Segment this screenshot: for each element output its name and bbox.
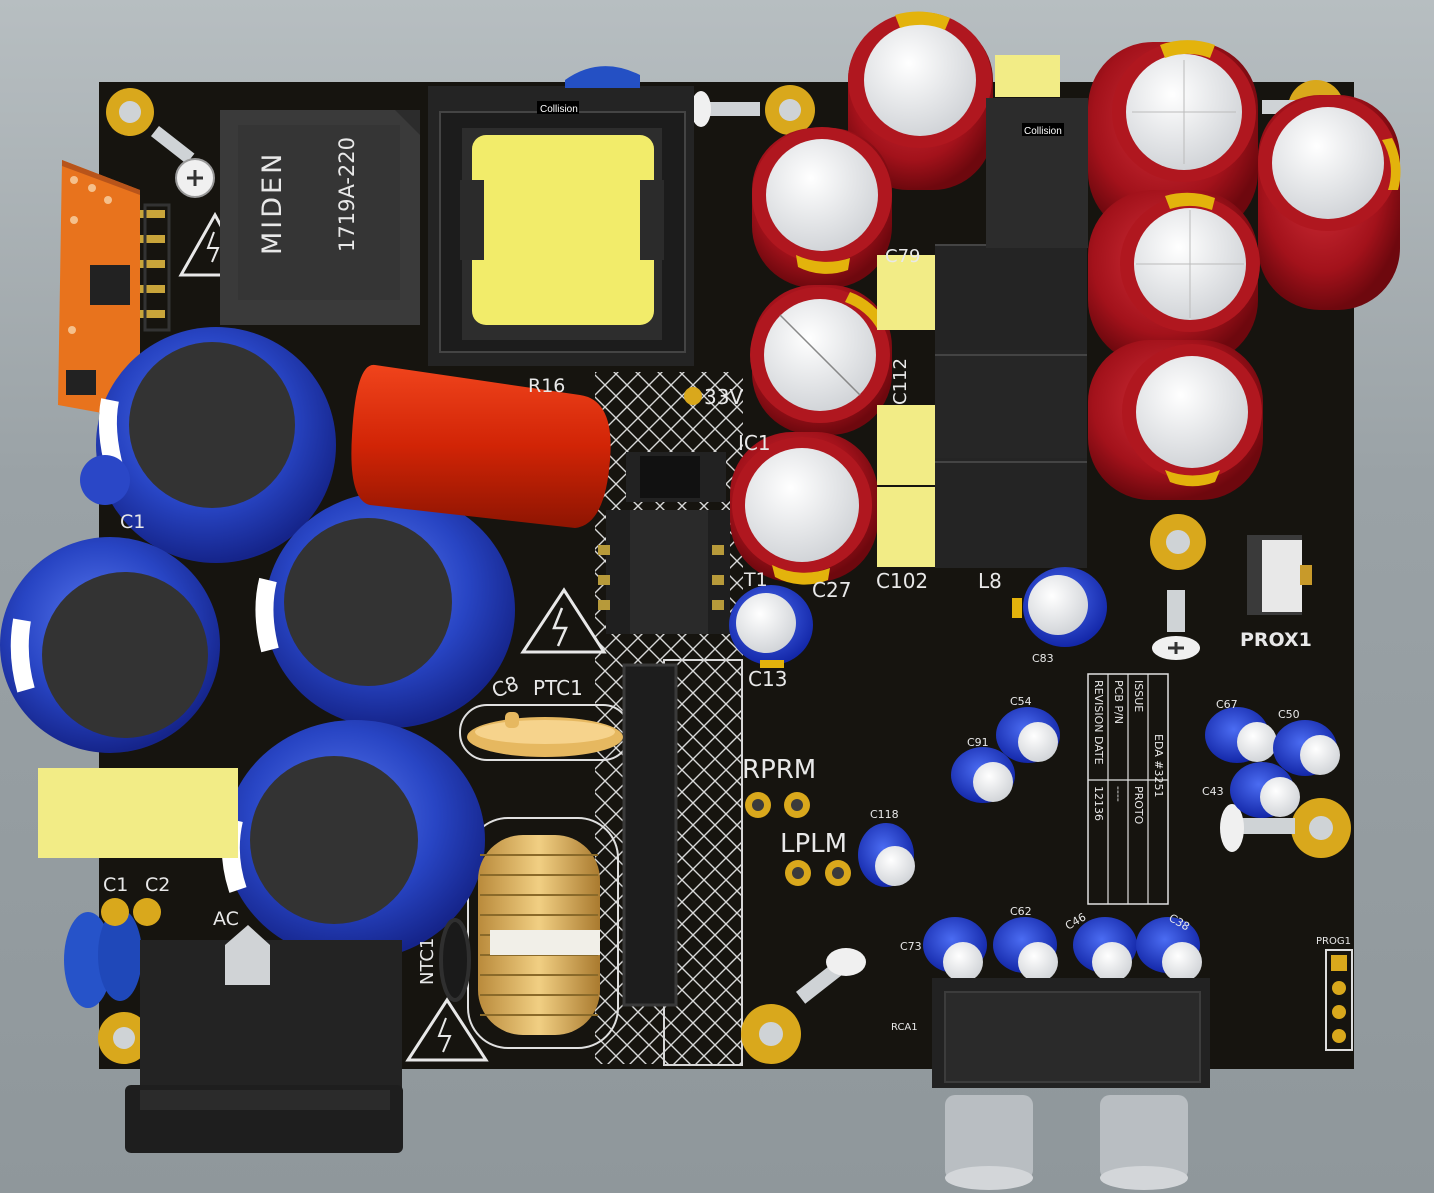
screw-icon: [1152, 590, 1200, 660]
info-eda: EDA #3251: [1152, 734, 1165, 797]
label-c73: C73: [900, 940, 922, 953]
toroid-choke: [478, 835, 600, 1035]
label-c79: C79: [885, 246, 920, 267]
prog-header: [1325, 949, 1353, 1051]
label-c102: C102: [876, 569, 928, 593]
label-ntc1: NTC1: [417, 938, 438, 985]
medium-blue-cap: [1012, 567, 1107, 647]
red-electrolytic-cap: [848, 11, 993, 190]
label-c54: C54: [1010, 695, 1032, 708]
rca-connector: [932, 978, 1210, 1190]
blue-electrolytic-cap: [0, 537, 220, 753]
label-t1: T1: [743, 569, 768, 591]
ac-inlet: [125, 925, 403, 1153]
label-c-left: C1: [120, 511, 145, 533]
label-c27: C27: [812, 578, 851, 602]
choke-outline: [467, 817, 619, 1049]
label-c1: C1: [103, 874, 128, 896]
screw-icon: [1220, 804, 1295, 852]
heatsink: [622, 663, 678, 1007]
red-electrolytic-cap: [730, 432, 878, 585]
screw-icon: [691, 91, 760, 127]
label-c50: C50: [1278, 708, 1300, 721]
info-block: REVISION DATE 12136 PCB P/N ---- ISSUE P…: [1087, 673, 1169, 905]
daughter-board: [58, 160, 171, 420]
y-capacitor: [64, 898, 161, 1008]
label-c118: C118: [870, 808, 899, 821]
info-rev-value: 12136: [1092, 786, 1105, 821]
screw-icon: [150, 125, 215, 198]
prox-sensor: [1247, 535, 1312, 615]
blue-electrolytic-cap: [96, 327, 336, 563]
label-c83: C83: [1032, 652, 1054, 665]
transformer-model: 1719A-220: [335, 137, 359, 252]
medium-blue-cap: [729, 585, 813, 668]
screw-icon: [795, 948, 866, 1004]
collision-tag-2: Collision: [1024, 126, 1062, 137]
red-electrolytic-cap: [1088, 190, 1260, 365]
small-blue-cap: [80, 455, 130, 505]
info-issue-label: ISSUE: [1132, 680, 1145, 712]
blue-electrolytic-cap: [255, 492, 515, 728]
label-ptc1: PTC1: [533, 676, 583, 700]
ptc-thermistor: [467, 712, 623, 757]
collision-block: Collision: [986, 98, 1088, 248]
film-capacitor: [351, 364, 611, 528]
info-issue-value: PROTO: [1132, 786, 1145, 825]
label-prog1: PROG1: [1316, 936, 1351, 947]
label-rprm: RPRM: [742, 755, 816, 785]
label-c2: C2: [145, 874, 170, 896]
transformer-brand: MIDEN: [257, 151, 288, 255]
blue-y-cap-top: [565, 66, 640, 88]
blue-electrolytic-cap: [221, 720, 485, 960]
designator-labels: C27 C102 L8 C83 PROX1 T1 C13 PTC1 C8 RPR…: [103, 246, 1351, 1033]
info-rev-label: REVISION DATE: [1092, 680, 1105, 765]
miden-transformer: MIDEN 1719A-220: [220, 110, 420, 325]
label-ic1: IC1: [738, 431, 771, 455]
label-r16: R16: [528, 375, 565, 397]
yellow-smd-caps: [877, 255, 935, 567]
ic-chip: [598, 452, 730, 634]
label-c43: C43: [1202, 785, 1224, 798]
label-c62: C62: [1010, 905, 1032, 918]
label-rca1: RCA1: [891, 1022, 918, 1033]
label-lplm: LPLM: [780, 829, 847, 859]
label-c91: C91: [967, 736, 989, 749]
label-l8: L8: [978, 569, 1002, 593]
test-pads: [684, 387, 851, 886]
label-ac: AC: [213, 908, 239, 930]
collision-tag: Collision: [540, 104, 578, 115]
label-c13: C13: [748, 667, 787, 691]
label-prox1: PROX1: [1240, 629, 1312, 651]
main-transformer: Collision: [428, 86, 694, 366]
red-electrolytic-cap: [1258, 95, 1401, 310]
ntc-thermistor: [439, 918, 471, 1002]
info-pn-value: ----: [1112, 786, 1125, 802]
info-pn-label: PCB P/N: [1112, 680, 1125, 724]
yellow-block: [995, 55, 1060, 97]
red-electrolytic-cap: [1088, 340, 1263, 500]
inductor: [935, 244, 1087, 568]
small-blue-caps: [858, 707, 1340, 982]
red-electrolytic-cap: [1088, 40, 1258, 237]
label-33v: 33V: [704, 385, 743, 409]
x-capacitor: [38, 768, 238, 858]
red-electrolytic-cap: [750, 285, 892, 435]
label-c112: C112: [890, 358, 911, 405]
red-electrolytic-cap: [752, 127, 892, 288]
label-c67: C67: [1216, 698, 1238, 711]
